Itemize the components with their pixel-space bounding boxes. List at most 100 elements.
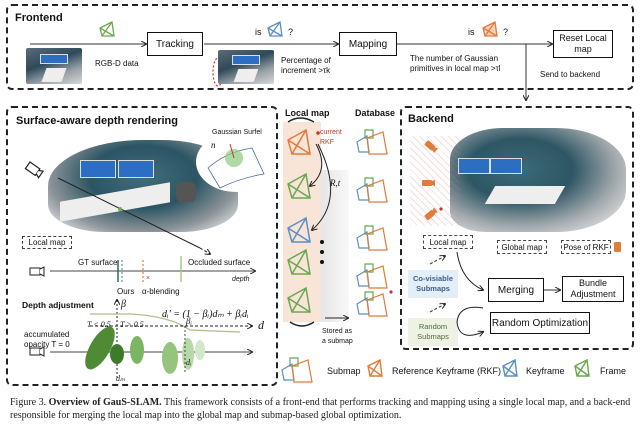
room-screen-2 xyxy=(118,160,154,178)
keyframe-icon-lm xyxy=(287,216,311,243)
mapping-label: Mapping xyxy=(348,38,388,50)
submap-icon-3 xyxy=(356,225,388,251)
camera-icon-2 xyxy=(29,266,45,277)
merging-label: Merging xyxy=(497,284,535,296)
occluded-surface-label: Occluded surface xyxy=(188,258,251,267)
camera-icon-3 xyxy=(29,346,45,357)
submap-icon-1 xyxy=(356,129,388,155)
depth-adjustment-plot xyxy=(29,296,280,378)
frame-icon-lm-1 xyxy=(287,172,311,199)
backend-title: Backend xyxy=(408,113,454,125)
tracking-box: Tracking xyxy=(147,32,203,56)
alpha-blending-label: α-blending xyxy=(142,287,180,296)
rkf-pose-icon xyxy=(614,242,621,252)
camera-ray xyxy=(24,161,280,310)
surface-local-map-tag: Local map xyxy=(22,236,72,249)
submap-icon-4 xyxy=(356,263,388,289)
legend-keyframe: Keyframe xyxy=(526,366,565,376)
frontend-title: Frontend xyxy=(15,12,63,24)
surfel-graphic xyxy=(196,132,276,192)
question-2: ? xyxy=(503,27,509,37)
reset-local-map-box: Reset Local map xyxy=(553,30,613,58)
backend-screen-2 xyxy=(490,158,522,174)
frontend-panel xyxy=(6,4,634,90)
global-map-tag: Global map xyxy=(497,240,547,254)
frame-icon-lm-2 xyxy=(287,248,311,275)
rgbd-label: RGB-D data xyxy=(95,59,139,68)
beta-i-label: βᵢ xyxy=(186,316,192,326)
di-label: dᵢ xyxy=(186,358,192,367)
submap-icon-5 xyxy=(356,291,388,317)
rgbd-image-2 xyxy=(218,50,274,84)
local-map-column xyxy=(283,122,321,322)
t-less-label: T < 0.5 xyxy=(87,320,111,329)
rt-label: R,t xyxy=(330,178,341,188)
gaussian-6 xyxy=(195,340,205,360)
backend-panel xyxy=(400,106,634,350)
room-screen-1 xyxy=(80,160,116,178)
local-map-stack xyxy=(287,117,400,327)
gaussian-4 xyxy=(162,342,178,374)
legend-submap-icon xyxy=(281,357,313,383)
database-title: Database xyxy=(355,108,396,118)
caption-prefix: Figure 3. xyxy=(10,397,47,408)
local-map-column-title: Local map xyxy=(285,108,330,118)
frame-icon xyxy=(99,21,115,37)
beta-axis-label: β xyxy=(121,299,126,310)
t-greater-label: T > 0.5 xyxy=(120,320,144,329)
random-optimization-label: Random Optimization xyxy=(491,317,589,329)
database-submaps xyxy=(356,129,393,317)
legend-frame-icon xyxy=(574,358,590,377)
camera-icon xyxy=(24,161,45,179)
send-to-backend-label: Send to backend xyxy=(540,70,601,79)
random-optimization-box: Random Optimization xyxy=(490,312,590,334)
backend-cameras xyxy=(422,140,443,221)
backend-local-map-tag: Local map xyxy=(423,235,473,249)
is-label-2: is xyxy=(468,27,475,37)
caption-title: Overview of GauS-SLAM. xyxy=(48,397,162,408)
surface-panel xyxy=(6,106,278,386)
pose-of-rkf-tag: Pose of RKF xyxy=(561,240,611,254)
caption-text: This framework consists of a front-end t… xyxy=(10,397,631,421)
gt-surface-label: GT surface xyxy=(78,258,118,267)
frame-icon-lm-3 xyxy=(287,286,311,313)
rkf-camera-icon-2 xyxy=(422,180,435,186)
backend-arrows xyxy=(429,251,635,360)
mapping-box: Mapping xyxy=(339,32,397,56)
legend-rkf: Reference Keyframe (RKF) xyxy=(392,366,502,376)
rgbd-image xyxy=(26,48,82,84)
surfel-normal: n xyxy=(211,140,216,150)
svg-text:×: × xyxy=(146,275,150,282)
legend-keyframe-icon xyxy=(502,358,518,377)
d-axis-label: d xyxy=(258,318,264,332)
ours-label: Ours xyxy=(117,287,135,296)
merging-box: Merging xyxy=(488,278,544,302)
gaussian-1 xyxy=(85,326,115,370)
backend-table xyxy=(484,186,566,204)
depth-formula: dᵢ' = (1 − βᵢ)dₘ + βᵢdᵢ xyxy=(162,309,249,320)
local-map-shadow xyxy=(321,170,349,322)
current-rkf-icon xyxy=(287,128,311,155)
question-1: ? xyxy=(288,27,294,37)
frontend-flow-lines xyxy=(30,21,640,110)
keyframe-icon xyxy=(267,21,283,37)
legend-rkf-icon xyxy=(367,358,383,377)
legend-submap: Submap xyxy=(327,366,361,376)
backend-room-render xyxy=(450,128,626,232)
figure-caption: Figure 3. Overview of GauS-SLAM. This fr… xyxy=(10,396,632,422)
gaussian-2 xyxy=(110,344,124,364)
surface-title: Surface-aware depth rendering xyxy=(16,115,178,127)
legend-icons xyxy=(281,357,590,383)
tracking-label: Tracking xyxy=(156,38,194,50)
submap-icon-2 xyxy=(356,177,388,203)
rkf-camera-icon-1 xyxy=(424,140,438,153)
room-chair xyxy=(176,182,196,202)
